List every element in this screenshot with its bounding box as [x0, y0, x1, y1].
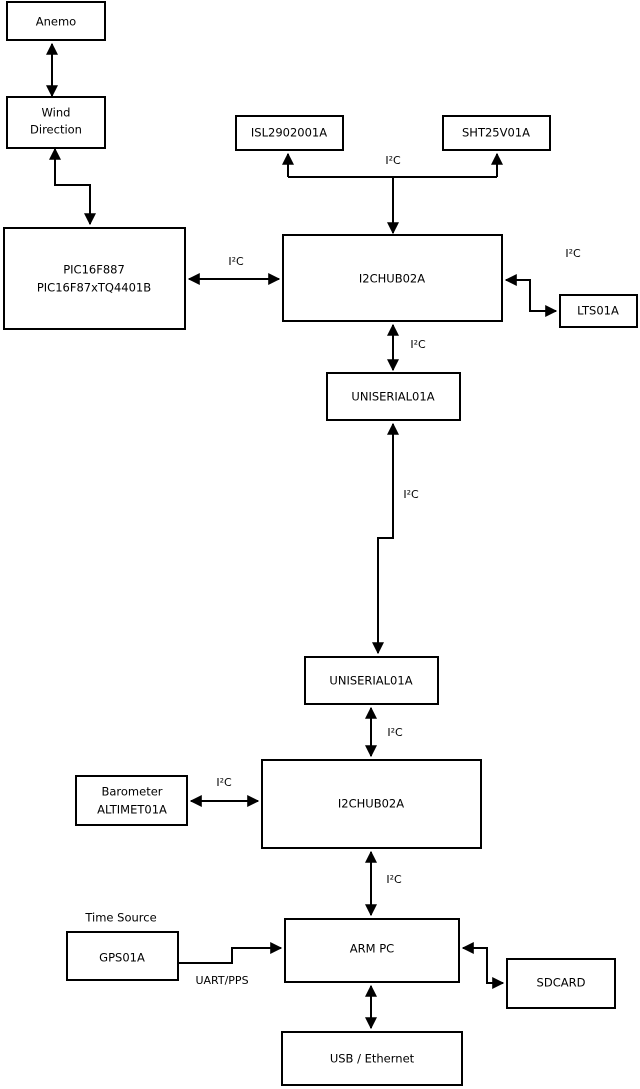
edge-label-i2c-pic-hub: I²C	[228, 255, 244, 268]
node-i2chub02a-top[interactable]: I2CHUB02A	[282, 234, 503, 322]
node-pic16f887-label-line1: PIC16F887	[63, 263, 125, 277]
node-usb-ethernet-label: USB / Ethernet	[330, 1052, 415, 1066]
node-isl2902001a-label: ISL2902001A	[251, 126, 327, 140]
edge-hubtop-lts	[504, 274, 558, 317]
node-sdcard[interactable]: SDCARD	[506, 958, 616, 1009]
node-barometer-label-line2: ALTIMET01A	[97, 803, 167, 817]
edge-uniserial-link	[372, 422, 399, 655]
node-uniserial01a-bottom-label: UNISERIAL01A	[329, 674, 412, 688]
node-arm-pc[interactable]: ARM PC	[284, 918, 460, 983]
edge-label-i2c-hub-uniser: I²C	[410, 338, 426, 351]
node-uniserial01a-top-label: UNISERIAL01A	[351, 390, 434, 404]
node-pic16f887-label-line2: PIC16F87xTQ4401B	[37, 281, 151, 295]
node-barometer-altimet01a[interactable]: Barometer ALTIMET01A	[75, 775, 188, 826]
edge-gps-armpc	[178, 942, 283, 964]
node-wind-direction-box[interactable]	[6, 96, 106, 149]
node-lts01a-box[interactable]	[559, 294, 638, 328]
node-i2chub02a-bottom-label: I2CHUB02A	[338, 797, 404, 811]
edge-label-i2c-hub-lts: I²C	[565, 247, 581, 260]
node-uniserial01a-bottom-box[interactable]	[304, 656, 439, 705]
node-uniserial01a-top[interactable]: UNISERIAL01A	[326, 372, 461, 421]
node-gps01a-box[interactable]	[66, 931, 179, 981]
node-sdcard-label: SDCARD	[537, 976, 586, 990]
edge-label-i2c-isl-sht: I²C	[385, 154, 401, 167]
node-isl2902001a-box[interactable]	[235, 115, 344, 151]
node-lts01a-label: LTS01A	[577, 304, 619, 318]
node-sht25v01a[interactable]: SHT25V01A	[442, 115, 551, 151]
edge-label-i2c-baro-hubbot: I²C	[216, 776, 232, 789]
node-arm-pc-label: ARM PC	[350, 942, 394, 956]
node-sdcard-box[interactable]	[506, 958, 616, 1009]
node-usb-ethernet-box[interactable]	[281, 1031, 463, 1086]
node-uniserial01a-top-box[interactable]	[326, 372, 461, 421]
node-i2chub02a-bottom[interactable]: I2CHUB02A	[261, 759, 482, 849]
node-lts01a[interactable]: LTS01A	[559, 294, 638, 328]
node-pic16f887[interactable]: PIC16F887 PIC16F87xTQ4401B	[3, 227, 186, 330]
edge-label-i2c-uniser-link: I²C	[403, 488, 419, 501]
node-barometer-label-line1: Barometer	[101, 785, 162, 799]
node-anemo-box[interactable]	[6, 1, 106, 41]
node-wind-direction-label-line1: Wind	[42, 106, 71, 120]
node-pic16f887-box[interactable]	[3, 227, 186, 330]
node-i2chub02a-top-box[interactable]	[282, 234, 503, 322]
node-i2chub02a-top-label: I2CHUB02A	[359, 272, 425, 286]
edge-label-i2c-hubbot-armpc: I²C	[386, 873, 402, 886]
node-wind-direction[interactable]: Wind Direction	[6, 96, 106, 149]
edge-armpc-sdcard	[461, 942, 505, 989]
node-barometer-altimet01a-box[interactable]	[75, 775, 188, 826]
node-usb-ethernet[interactable]: USB / Ethernet	[281, 1031, 463, 1086]
node-i2chub02a-bottom-box[interactable]	[261, 759, 482, 849]
edge-label-i2c-uniser-hubbot: I²C	[387, 726, 403, 739]
node-arm-pc-box[interactable]	[284, 918, 460, 983]
node-sht25v01a-box[interactable]	[442, 115, 551, 151]
node-uniserial01a-bottom[interactable]: UNISERIAL01A	[304, 656, 439, 705]
node-anemo-label: Anemo	[36, 15, 76, 29]
label-time-source: Time Source	[84, 911, 156, 925]
node-sht25v01a-label: SHT25V01A	[462, 126, 530, 140]
node-gps01a-label: GPS01A	[99, 951, 145, 965]
edge-label-uart-pps: UART/PPS	[195, 974, 248, 987]
edge-wind-pic	[49, 147, 96, 226]
node-wind-direction-label-line2: Direction	[30, 123, 82, 137]
node-anemo[interactable]: Anemo	[6, 1, 106, 41]
node-gps01a[interactable]: GPS01A	[66, 931, 179, 981]
node-isl2902001a[interactable]: ISL2902001A	[235, 115, 344, 151]
